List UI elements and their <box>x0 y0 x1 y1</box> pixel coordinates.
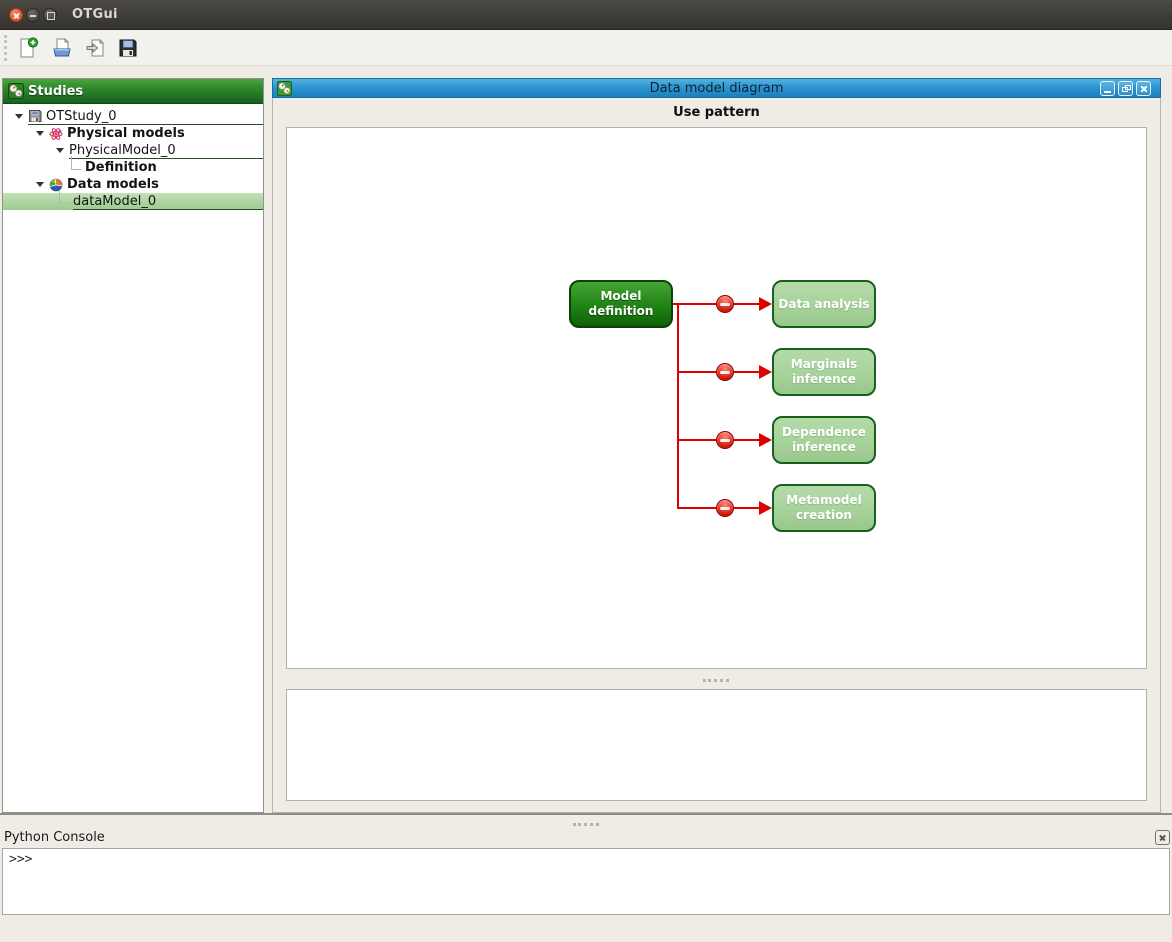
os-titlebar[interactable]: OTGui <box>0 0 1172 30</box>
otgui-logo-icon <box>8 83 24 99</box>
tree-item-label: Definition <box>85 160 157 175</box>
new-document-icon <box>20 37 39 58</box>
arrowhead-icon <box>759 501 772 515</box>
tree-branch-line <box>59 190 69 204</box>
central-area-separator <box>0 813 1172 815</box>
import-python-script-button[interactable] <box>82 34 110 62</box>
metamodel-creation-box[interactable]: Metamodel creation <box>772 484 876 532</box>
mdi-titlebar[interactable]: Data model diagram <box>272 78 1161 98</box>
main-toolbar <box>0 30 1172 66</box>
arrowhead-icon <box>759 365 772 379</box>
tree-item-physicalmodel[interactable]: PhysicalModel_0 <box>3 142 263 159</box>
console-prompt: >>> <box>9 852 33 867</box>
mdi-splitter-handle[interactable] <box>703 679 729 682</box>
close-window-button[interactable] <box>9 8 23 22</box>
no-entry-icon <box>716 431 734 449</box>
mdi-restore-button[interactable] <box>1118 81 1133 96</box>
studies-panel: Studies OTStudy_0 <box>2 78 264 813</box>
python-console-title: Python Console <box>4 830 105 845</box>
no-entry-icon <box>716 295 734 313</box>
tree-item-datamodel[interactable]: dataModel_0 <box>3 190 263 210</box>
python-console-close-button[interactable] <box>1155 830 1170 845</box>
tree-item-data-models[interactable]: Data models <box>3 176 263 193</box>
tree-item-label: PhysicalModel_0 <box>69 142 176 158</box>
data-models-icon <box>49 178 63 191</box>
studies-panel-header: Studies <box>3 79 263 104</box>
tree-item-label: Physical models <box>67 126 185 141</box>
tree-item-label: OTStudy_0 <box>46 108 117 124</box>
python-console-input[interactable]: >>> <box>2 848 1170 915</box>
open-document-icon <box>53 37 71 57</box>
console-splitter-handle[interactable] <box>573 823 599 826</box>
studies-tree: OTStudy_0 Physic <box>3 104 263 210</box>
open-study-button[interactable] <box>48 34 76 62</box>
toolbar-drag-handle[interactable] <box>4 35 7 61</box>
use-pattern-heading: Use pattern <box>673 105 760 120</box>
tree-item-definition[interactable]: Definition <box>3 156 263 176</box>
tree-item-label: dataModel_0 <box>73 193 157 209</box>
window-title: OTGui <box>72 7 118 22</box>
arrowhead-icon <box>759 297 772 311</box>
restore-icon <box>1121 87 1128 92</box>
minimize-icon <box>1104 91 1111 93</box>
save-study-button[interactable] <box>114 34 142 62</box>
no-entry-icon <box>716 363 734 381</box>
tree-item-otstudy[interactable]: OTStudy_0 <box>3 108 263 125</box>
expander-arrow-icon[interactable] <box>36 182 44 187</box>
dependence-inference-box[interactable]: Dependence inference <box>772 416 876 464</box>
minimize-window-button[interactable] <box>26 8 40 22</box>
data-analysis-box[interactable]: Data analysis <box>772 280 876 328</box>
otgui-logo-icon <box>277 81 292 96</box>
tree-branch-line <box>71 156 81 170</box>
connector-line <box>673 303 679 305</box>
mdi-window-title: Data model diagram <box>649 80 784 96</box>
tree-item-label: Data models <box>67 177 159 192</box>
model-definition-box[interactable]: Model definition <box>569 280 673 328</box>
data-model-diagram-window: Data model diagram Use pattern Model def… <box>272 78 1161 813</box>
physical-models-icon <box>49 127 63 140</box>
diagram-canvas: Model definition Data analysis Marginals… <box>286 127 1147 669</box>
save-icon <box>119 39 137 57</box>
no-entry-icon <box>716 499 734 517</box>
description-panel <box>286 689 1147 801</box>
expander-arrow-icon[interactable] <box>36 131 44 136</box>
maximize-window-button[interactable] <box>43 8 57 22</box>
studies-panel-title: Studies <box>28 83 84 99</box>
marginals-inference-box[interactable]: Marginals inference <box>772 348 876 396</box>
mdi-close-button[interactable] <box>1136 81 1151 96</box>
study-save-icon <box>29 110 42 122</box>
expander-arrow-icon[interactable] <box>15 114 23 119</box>
expander-arrow-icon[interactable] <box>56 148 64 153</box>
connector-trunk-line <box>677 303 679 509</box>
tree-item-physical-models[interactable]: Physical models <box>3 125 263 142</box>
new-study-button[interactable] <box>14 34 42 62</box>
arrowhead-icon <box>759 433 772 447</box>
mdi-minimize-button[interactable] <box>1100 81 1115 96</box>
import-script-icon <box>86 38 105 57</box>
